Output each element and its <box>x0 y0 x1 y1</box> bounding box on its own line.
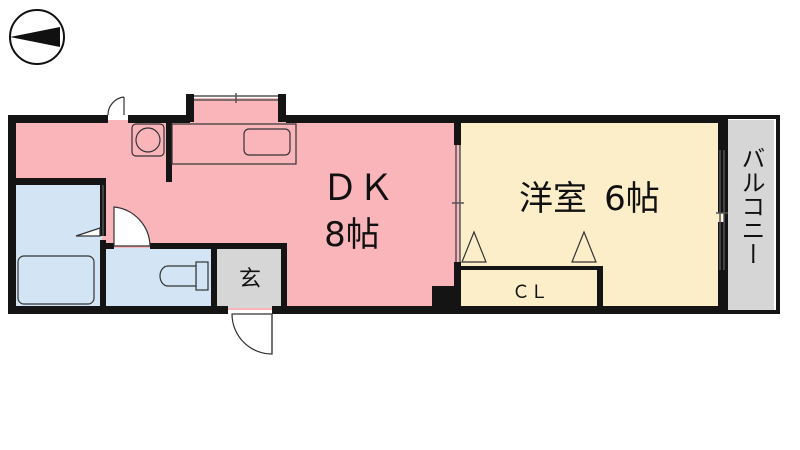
windows <box>102 93 728 270</box>
bathtub-icon <box>17 255 95 305</box>
western-room-size: 6帖 <box>604 179 660 219</box>
door-swing-top <box>107 96 125 116</box>
dk-room-name: ＤＫ <box>322 168 394 209</box>
dk-room-size: 8帖 <box>324 215 380 255</box>
toilet-icon <box>159 261 209 291</box>
door-swings <box>75 206 273 355</box>
closet-label: ＣＬ <box>512 282 548 303</box>
balcony-label: バルコニー <box>737 146 765 266</box>
entrance-area <box>216 248 284 308</box>
walls <box>8 94 780 314</box>
sink-icon <box>131 123 165 157</box>
window-bay <box>190 98 282 120</box>
balcony-area <box>728 120 774 310</box>
kitchen-counter <box>171 123 297 165</box>
closet-area <box>462 268 600 308</box>
western-room-name: 洋室 <box>519 179 587 219</box>
closet-door-marks <box>461 230 597 263</box>
entrance-label: 玄 <box>239 267 261 292</box>
north-arrow-icon <box>9 9 65 65</box>
